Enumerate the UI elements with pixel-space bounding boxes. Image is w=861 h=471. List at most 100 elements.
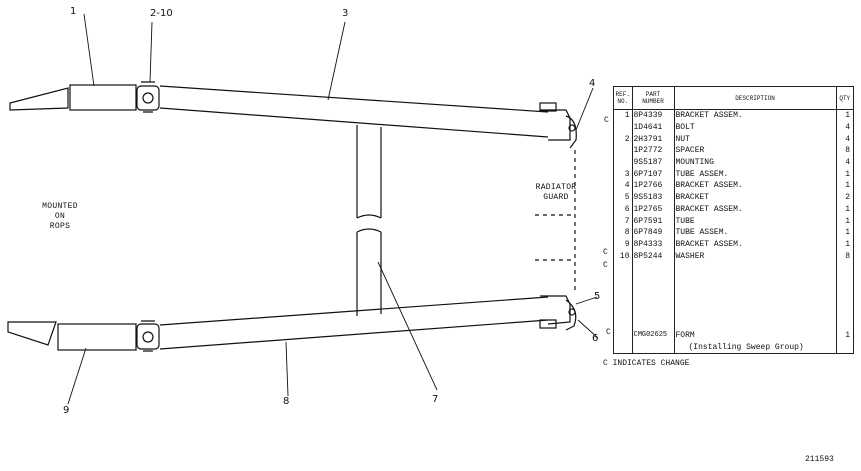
qty-cell: 1 (845, 239, 850, 249)
table-spacer-row (614, 261, 853, 330)
ref-cell (614, 121, 633, 134)
mounted-caption-line-2: ON (54, 212, 66, 221)
ref-cell: 4 (614, 180, 633, 192)
lower-tube (159, 296, 549, 350)
part-cell: 8P4339 (632, 109, 675, 122)
table-row-form-note: (Installing Sweep Group) (614, 341, 853, 354)
form-note-cell: (Installing Sweep Group) (674, 341, 837, 354)
part-cell: 6P7591 (632, 215, 675, 227)
vertical-tube (356, 125, 382, 316)
callout-8: 8 (283, 396, 290, 407)
radiator-guard-caption: RADIATOR GUARD (526, 183, 586, 203)
ref-cell: 10 (614, 250, 633, 262)
upper-rops-wedge (9, 87, 69, 111)
callout-4: 4 (589, 78, 596, 89)
qty-cell: 8 (845, 251, 850, 261)
lower-clamp (136, 323, 160, 350)
radiator-caption-line-1: RADIATOR (535, 183, 577, 192)
ref-cell: 9 (614, 238, 633, 251)
ref-cell: 5 (614, 191, 633, 204)
part-cell: 1P2766 (632, 180, 675, 192)
ref-cell: 1 (614, 109, 633, 122)
desc-cell: TUBE ASSEM. (674, 168, 837, 181)
part-cell: 2H3791 (632, 133, 675, 146)
lower-rops-wedge (7, 321, 57, 346)
mounted-on-rops-caption: MOUNTED ON ROPS (30, 202, 90, 232)
ref-cell: 2 (614, 133, 633, 146)
ref-cell: 6 (614, 203, 633, 216)
callout-2-10: 2-10 (150, 8, 173, 19)
qty-cell: 1 (845, 181, 850, 191)
qty-cell: 1 (845, 169, 850, 179)
desc-cell: MOUNTING (674, 156, 837, 169)
callout-7: 7 (432, 394, 439, 405)
upper-mount-bracket (69, 84, 137, 111)
qty-cell: 4 (845, 158, 850, 168)
callout-5: 5 (594, 291, 601, 302)
ref-cell (614, 145, 633, 157)
desc-cell: BRACKET ASSEM. (674, 238, 837, 251)
mounted-caption-line-3: ROPS (49, 222, 71, 231)
desc-cell: BRACKET ASSEM. (674, 109, 837, 122)
qty-cell: 1 (845, 111, 850, 121)
qty-cell: 1 (845, 204, 850, 214)
upper-clamp (136, 85, 160, 111)
part-cell: 9S5187 (632, 156, 675, 169)
desc-cell: TUBE (674, 215, 837, 227)
part-cell: 1P2772 (632, 145, 675, 157)
upper-tube (159, 85, 549, 138)
callout-3: 3 (342, 8, 349, 19)
lower-mount-bracket (57, 323, 137, 351)
callout-9: 9 (63, 405, 70, 416)
desc-cell: BRACKET ASSEM. (674, 180, 837, 192)
header-part-number: PART NUMBER (632, 87, 675, 110)
qty-cell: 4 (845, 123, 850, 133)
qty-cell: 2 (845, 193, 850, 203)
ref-cell (614, 156, 633, 169)
ref-cell: 7 (614, 215, 633, 227)
qty-cell: 1 (845, 228, 850, 238)
change-mark: C (604, 116, 609, 125)
ref-cell: 8 (614, 226, 633, 239)
document-number: 211593 (805, 455, 834, 464)
qty-cell: 4 (845, 134, 850, 144)
part-cell: 6P7849 (632, 226, 675, 239)
part-cell: 1P2765 (632, 203, 675, 216)
radiator-guard-outline (535, 150, 576, 292)
desc-cell: SPACER (674, 145, 837, 157)
qty-cell: 8 (845, 146, 850, 156)
part-cell: 9S5183 (632, 191, 675, 204)
parts-table-header: REF. NO. PART NUMBER DESCRIPTION QTY (614, 87, 853, 110)
radiator-caption-line-2: GUARD (543, 193, 569, 202)
ref-cell: 3 (614, 168, 633, 181)
header-ref-no: REF. NO. (614, 87, 633, 110)
header-description: DESCRIPTION (674, 87, 837, 110)
part-cell: 8P5244 (632, 250, 675, 262)
qty-cell: 1 (845, 216, 850, 226)
change-mark: C (603, 248, 608, 257)
part-cell: CMG02625 (632, 329, 675, 342)
desc-cell: FORM (674, 329, 837, 342)
callout-1: 1 (70, 6, 77, 17)
desc-cell: WASHER (674, 250, 837, 262)
desc-cell: TUBE ASSEM. (674, 226, 837, 239)
part-cell: 8P4333 (632, 238, 675, 251)
ref-cell (614, 329, 633, 342)
change-mark: C (606, 328, 611, 337)
header-qty: QTY (836, 87, 853, 110)
desc-cell: BOLT (674, 121, 837, 134)
part-cell: 6P7107 (632, 168, 675, 181)
qty-cell: 1 (845, 331, 850, 341)
